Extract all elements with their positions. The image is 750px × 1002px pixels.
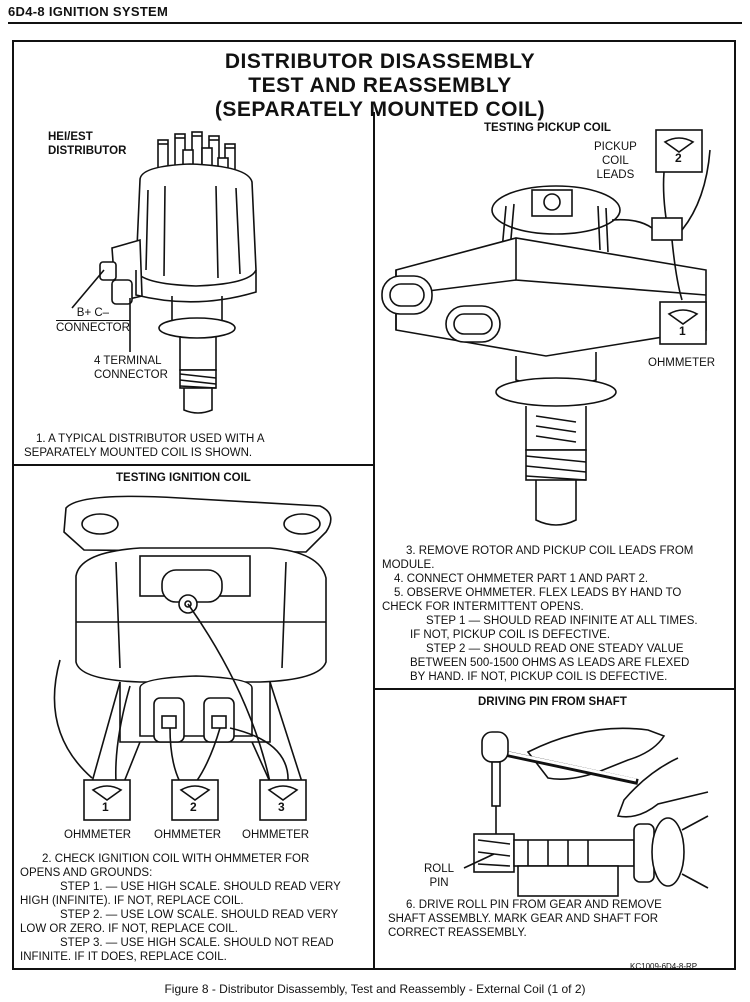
panel3-caption: 2. CHECK IGNITION COIL WITH OHMMETER FOR… — [20, 853, 341, 963]
figure-caption: Figure 8 - Distributor Disassembly, Test… — [164, 982, 586, 996]
driving-pin-illustration — [463, 727, 709, 897]
panel2-caption: 3. REMOVE ROTOR AND PICKUP COIL LEADS FR… — [382, 545, 698, 683]
label-bc-connector: B+ C– CONNECTOR — [56, 307, 130, 334]
pickup-coil-illustration — [381, 129, 711, 526]
coil-meter-1-number: 1 — [102, 800, 109, 814]
figure-code: KC1009-6D4-8-RP — [630, 962, 698, 971]
heading-testing-ignition-coil: TESTING IGNITION COIL — [116, 472, 251, 484]
vertical-divider — [373, 112, 375, 970]
coil-meter-2-number: 2 — [190, 800, 197, 814]
right-divider — [374, 688, 736, 690]
coil-meter-3-number: 3 — [278, 800, 285, 814]
pickup-meter-1-number: 1 — [679, 324, 686, 338]
distributor-illustration — [71, 131, 257, 414]
label-hei-est-distributor: HEI/EST DISTRIBUTOR — [48, 131, 127, 157]
label-ohmmeter-3: OHMMETER — [242, 829, 310, 841]
label-ohmmeter-2: OHMMETER — [154, 829, 222, 841]
title-line-2: TEST AND REASSEMBLY — [248, 74, 512, 97]
label-ohmmeter-1: OHMMETER — [64, 829, 132, 841]
panel1-caption: 1. A TYPICAL DISTRIBUTOR USED WITH A SEP… — [24, 433, 265, 459]
page-header: 6D4-8 IGNITION SYSTEM — [8, 4, 169, 19]
ignition-coil-illustration — [53, 495, 332, 821]
pickup-meter-2-number: 2 — [675, 151, 682, 165]
heading-testing-pickup-coil: TESTING PICKUP COIL — [484, 122, 611, 134]
figure-title: DISTRIBUTOR DISASSEMBLY TEST AND REASSEM… — [120, 50, 640, 122]
left-divider — [12, 464, 374, 466]
header-rule — [8, 22, 742, 24]
title-line-1: DISTRIBUTOR DISASSEMBLY — [224, 50, 536, 73]
label-roll-pin: ROLL PIN — [424, 863, 455, 889]
panel4-caption: 6. DRIVE ROLL PIN FROM GEAR AND REMOVE S… — [388, 899, 662, 939]
heading-driving-pin-from-shaft: DRIVING PIN FROM SHAFT — [478, 696, 627, 708]
label-pickup-coil-leads: PICKUP COIL LEADS — [594, 141, 637, 181]
label-ohmmeter-pickup: OHMMETER — [648, 357, 716, 369]
title-line-3: (SEPARATELY MOUNTED COIL) — [214, 98, 546, 121]
label-4-terminal-connector: 4 TERMINAL CONNECTOR — [94, 355, 168, 381]
